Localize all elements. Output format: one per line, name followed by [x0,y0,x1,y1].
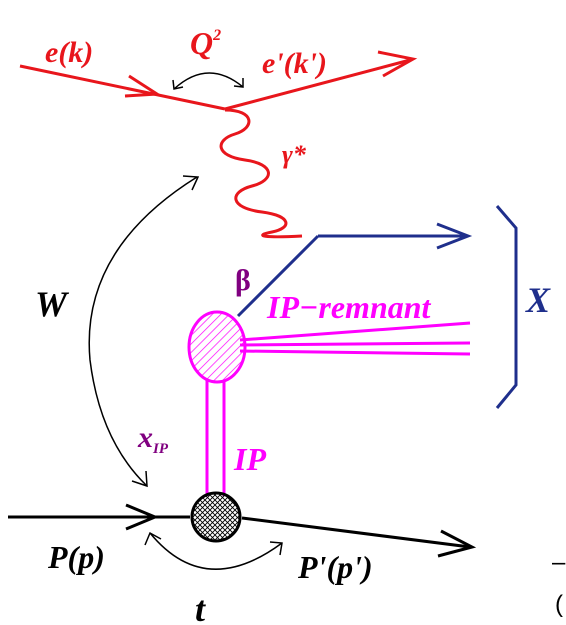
proton-lines [8,503,477,558]
incoming-proton-arrowhead [125,503,159,531]
x-ip-label-base: x [137,421,153,454]
cut-right-paren: ( [555,591,563,618]
x-bracket [495,205,518,409]
system-x-label: X [525,280,551,320]
t-label: t [195,589,206,625]
incoming-electron-label: e(k) [45,36,93,69]
photon-label: γ* [282,140,307,169]
q2-arc [173,72,244,90]
outgoing-electron-arrowhead [377,50,418,78]
w-arc [88,175,200,488]
quark-arrowhead [436,222,473,250]
pomeron-blob [187,310,247,384]
pomeron-remnant-label: IP−remnant [266,289,432,325]
q2-label: Q2 [190,25,221,61]
q2-arc-left-tip [172,79,184,90]
x-ip-label-sub: IP [152,441,169,457]
x-ip-label: xIP [137,421,169,457]
incoming-electron-line [19,64,226,111]
incoming-electron-arrowhead [124,74,162,98]
w-label: W [35,284,70,324]
beta-label: β [235,264,251,297]
q2-label-sup: 2 [212,27,221,44]
q2-label-base: Q [190,25,213,61]
x-system-lines [236,205,518,409]
outgoing-electron-label: e'(k') [262,47,327,80]
pomeron-label: IP [233,441,266,477]
beta-line [236,234,320,318]
outgoing-proton-line [241,516,471,549]
pomeron-remnant-lines [239,321,471,356]
outgoing-proton-label: P'(p') [297,549,373,585]
pomeron-exchange [205,380,226,496]
proton-vertex [190,491,242,543]
incoming-proton-label: P(p) [47,539,105,575]
outgoing-proton-arrowhead [437,529,477,558]
outgoing-electron-line [224,58,411,111]
cut-right-dash: – [552,549,566,576]
electron-lines [19,50,418,111]
photon-wavy-line [219,108,303,239]
q2-arc-right-tip [233,78,244,88]
t-arc [144,531,283,570]
